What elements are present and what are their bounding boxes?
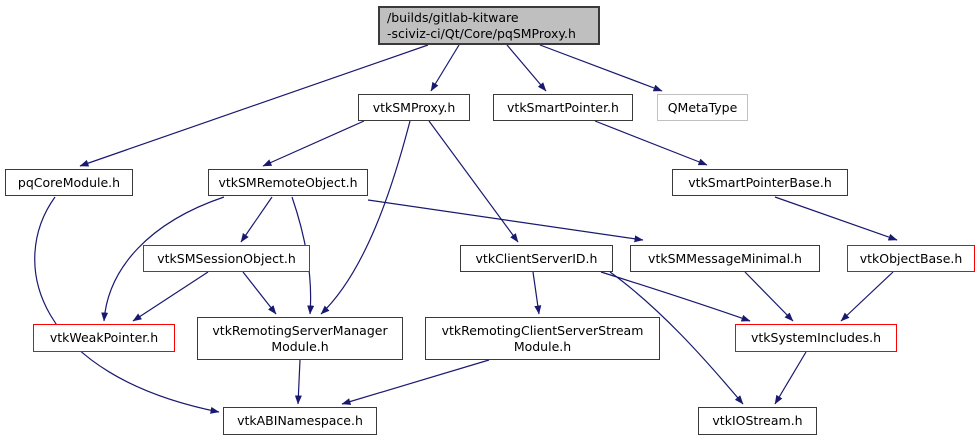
edge-systemincludes-iostream	[774, 351, 807, 405]
edge-smsessionobject-weakpointer	[132, 271, 209, 322]
node-vtkiostream[interactable]: vtkIOStream.h	[698, 407, 817, 435]
edge-pqcoremodule-abinamespace	[34, 196, 220, 414]
edge-smproxy-clientserverid	[428, 120, 519, 243]
node-vtksmremoteobject[interactable]: vtkSMRemoteObject.h	[208, 169, 368, 196]
node-label: vtkWeakPointer.h	[49, 330, 159, 346]
node-vtksmartpointer[interactable]: vtkSmartPointer.h	[493, 94, 633, 121]
node-label: vtkABINamespace.h	[237, 413, 363, 429]
node-vtksmartpointerbase[interactable]: vtkSmartPointerBase.h	[672, 169, 848, 196]
edge-clientserverid-systemincludes	[600, 271, 751, 322]
edge-main-smproxy	[430, 44, 460, 92]
edge-remotingservermanagermodule-abinamespace	[294, 359, 302, 405]
node-pqcoremodule[interactable]: pqCoreModule.h	[5, 169, 133, 196]
edge-clientserverid-remotingclientserverstreammodule	[532, 271, 542, 315]
edge-smremoteobject-smsessionobject	[240, 196, 273, 243]
node-vtksmproxy[interactable]: vtkSMProxy.h	[358, 94, 470, 121]
node-vtkabinamespace[interactable]: vtkABINamespace.h	[223, 407, 377, 435]
node-label: QMetaType	[667, 99, 738, 115]
node-pqsmproxy-root: /builds/gitlab-kitware -sciviz-ci/Qt/Cor…	[378, 6, 600, 45]
node-label: vtkSMProxy.h	[372, 99, 456, 115]
node-vtksmsessionobject[interactable]: vtkSMSessionObject.h	[143, 245, 310, 272]
edge-main-qmetatype	[539, 44, 663, 92]
edge-remotingclientserverstreammodule-abinamespace	[341, 359, 490, 405]
node-vtksmmessageminimal[interactable]: vtkSMMessageMinimal.h	[630, 245, 820, 272]
edge-main-smartpointer	[506, 44, 547, 92]
node-label: vtkRemotingClientServerStream Module.h	[441, 322, 644, 354]
node-vtksystemincludes[interactable]: vtkSystemIncludes.h	[735, 324, 897, 352]
edge-smsessionobject-remotingservermanagermodule	[242, 271, 277, 315]
node-vtkobjectbase[interactable]: vtkObjectBase.h	[847, 245, 975, 272]
edge-smproxy-smremoteobject	[262, 120, 365, 167]
node-label: vtkSystemIncludes.h	[750, 330, 882, 346]
node-label: vtkSmartPointerBase.h	[688, 174, 832, 190]
edge-smartpointerbase-objectbase	[774, 196, 898, 241]
node-label: vtkSMMessageMinimal.h	[648, 250, 802, 266]
edge-smremoteobject-smmessageminimal	[367, 199, 644, 243]
edge-objectbase-systemincludes	[840, 271, 894, 322]
node-label: /builds/gitlab-kitware -sciviz-ci/Qt/Cor…	[387, 9, 576, 41]
node-vtkclientserverid[interactable]: vtkClientServerID.h	[460, 245, 613, 272]
node-label: vtkIOStream.h	[712, 413, 803, 429]
node-label: vtkSMSessionObject.h	[157, 250, 296, 266]
node-label: vtkSmartPointer.h	[507, 99, 619, 115]
node-label: vtkClientServerID.h	[475, 250, 598, 266]
node-vtkremotingservermanagermodule[interactable]: vtkRemotingServerManager Module.h	[197, 317, 403, 360]
edge-smartpointer-smartpointerbase	[594, 120, 708, 166]
edge-smproxy-remotingservermanagermodule	[320, 120, 411, 315]
node-qmetatype: QMetaType	[657, 94, 748, 121]
node-label: vtkObjectBase.h	[859, 250, 963, 266]
node-label: pqCoreModule.h	[17, 174, 121, 190]
node-vtkremotingclientserverstreammodule[interactable]: vtkRemotingClientServerStream Module.h	[425, 317, 660, 360]
edge-smmessageminimal-systemincludes	[744, 271, 794, 322]
node-label: vtkRemotingServerManager Module.h	[212, 322, 388, 354]
node-vtkweakpointer[interactable]: vtkWeakPointer.h	[33, 324, 175, 352]
node-label: vtkSMRemoteObject.h	[218, 174, 358, 190]
